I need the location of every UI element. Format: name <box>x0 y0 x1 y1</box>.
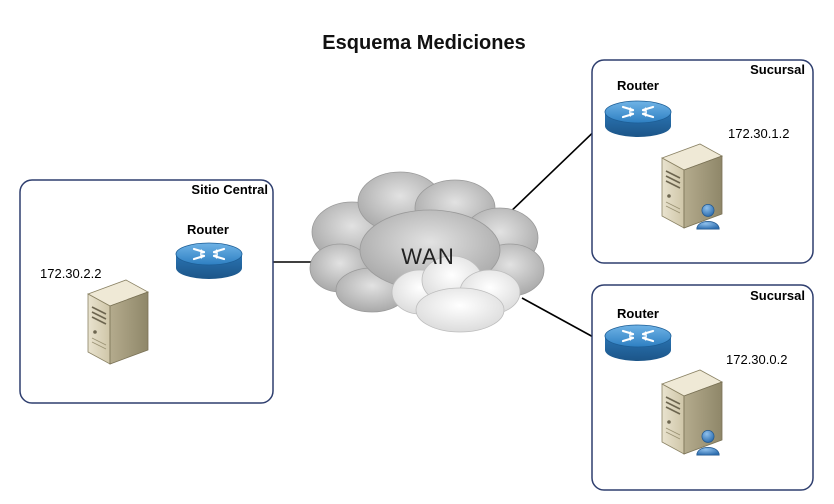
site-central-label: Sitio Central <box>191 182 268 197</box>
site-sucursal-1-ip: 172.30.1.2 <box>728 126 789 141</box>
router-icon <box>603 100 673 139</box>
link-wan-sucursal-1 <box>505 119 607 217</box>
cloud-icon: WAN <box>309 171 545 333</box>
site-sucursal-2-ip: 172.30.0.2 <box>726 352 787 367</box>
site-central-ip: 172.30.2.2 <box>40 266 101 281</box>
site-sucursal-2: Sucursal Router 172.30.0.2 <box>591 284 814 491</box>
router-icon <box>603 324 673 363</box>
site-central: Sitio Central Router 172.30.2.2 <box>19 179 274 404</box>
site-sucursal-1-router-label: Router <box>617 78 659 93</box>
router-icon <box>174 242 244 281</box>
diagram-title: Esquema Mediciones <box>322 32 525 54</box>
site-sucursal-2-label: Sucursal <box>750 288 805 303</box>
server-icon <box>661 369 723 455</box>
wan-label: WAN <box>401 244 455 269</box>
server-icon <box>87 279 149 365</box>
site-central-router-label: Router <box>187 222 229 237</box>
site-sucursal-1-label: Sucursal <box>750 62 805 77</box>
site-sucursal-1: Sucursal Router 172.30.1.2 <box>591 59 814 264</box>
site-sucursal-2-router-label: Router <box>617 306 659 321</box>
server-icon <box>661 143 723 229</box>
